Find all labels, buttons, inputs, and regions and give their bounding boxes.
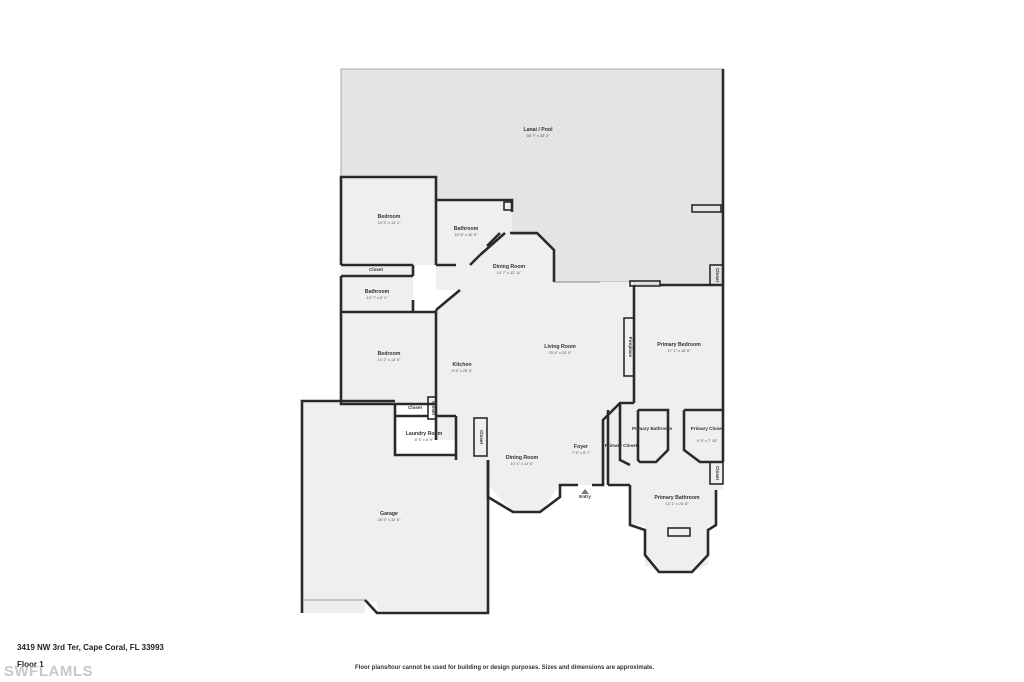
primary-bath-small-label: Primary Bathroom: [632, 426, 672, 431]
room-labels: Lanai / Pool 58' 7" x 33' 2" Bedroom 14'…: [365, 127, 724, 522]
living-label: Living Room: [544, 344, 576, 350]
lanai-label: Lanai / Pool: [523, 127, 553, 133]
closet-right-top-label: Closet: [715, 268, 720, 283]
disclaimer-text: Floor plans/tour cannot be used for buil…: [355, 665, 655, 671]
property-address: 3419 NW 3rd Ter, Cape Coral, FL 33993: [17, 643, 164, 652]
bedroom-left-dim: 14' 2" x 13' 6": [378, 358, 402, 362]
primary-closet-left-label: Primary Closet: [605, 443, 638, 448]
interior-floor: [302, 177, 723, 613]
entry-arrow-icon: [581, 489, 589, 494]
dining-top-label: Dining Room: [493, 264, 526, 270]
living-dim: 23' 6" x 20' 9": [549, 351, 573, 355]
laundry-label: Laundry Room: [406, 431, 443, 437]
bathroom-top-label: Bathroom: [454, 226, 479, 232]
floor-label: Floor 1: [17, 660, 44, 669]
foyer-label: Foyer: [574, 444, 588, 450]
primary-bedroom-dim: 17' 1" x 16' 8": [668, 349, 692, 353]
closet-laundry-label: Closet: [479, 430, 484, 445]
dining-bottom-dim: 10' 4" x 14' 5": [511, 462, 535, 466]
primary-bathroom-dim: 13' 1" x 24' 8": [666, 502, 690, 506]
primary-closet-right-label: Primary Closet: [691, 426, 724, 431]
closet-right-bottom-label: Closet: [715, 466, 720, 481]
closet-mid-label: Closet: [408, 405, 423, 410]
laundry-dim: 8' 6" x 5' 9": [415, 438, 434, 442]
bathroom-left-label: Bathroom: [365, 289, 390, 295]
entry-label: Entry: [579, 494, 591, 499]
garage-dim: 28' 5" x 32' 6": [378, 518, 402, 522]
fireplace-label: Fireplace: [628, 337, 633, 358]
dining-top-dim: 14' 7" x 12' 11": [497, 271, 522, 275]
bedroom-top-dim: 14' 5" x 13' 1": [378, 221, 402, 225]
primary-bathroom-label: Primary Bathroom: [654, 495, 700, 501]
bathroom-top-dim: 10' 6" x 10' 8": [455, 233, 479, 237]
bedroom-left-label: Bedroom: [378, 351, 401, 357]
walls: [300, 69, 725, 615]
closet-top-label: Closet: [369, 267, 384, 272]
bedroom-top-label: Bedroom: [378, 214, 401, 220]
kitchen-dim: 9' 6" x 25' 6": [452, 369, 473, 373]
closet-kitchen-label: Closet: [431, 401, 436, 416]
kitchen-label: Kitchen: [452, 362, 471, 368]
primary-bedroom-label: Primary Bedroom: [657, 342, 701, 348]
foyer-dim: 7' 5" x 9' 7": [572, 451, 591, 455]
lanai-dim: 58' 7" x 33' 2": [527, 134, 551, 138]
primary-closet-right-dim: 4' 9" x 7' 10": [697, 439, 718, 443]
bathroom-left-dim: 10' 7" x 5' 1": [367, 296, 388, 300]
garage-label: Garage: [380, 511, 398, 517]
dining-bottom-label: Dining Room: [506, 455, 539, 461]
watermark: SWFLAMLS: [4, 663, 93, 680]
